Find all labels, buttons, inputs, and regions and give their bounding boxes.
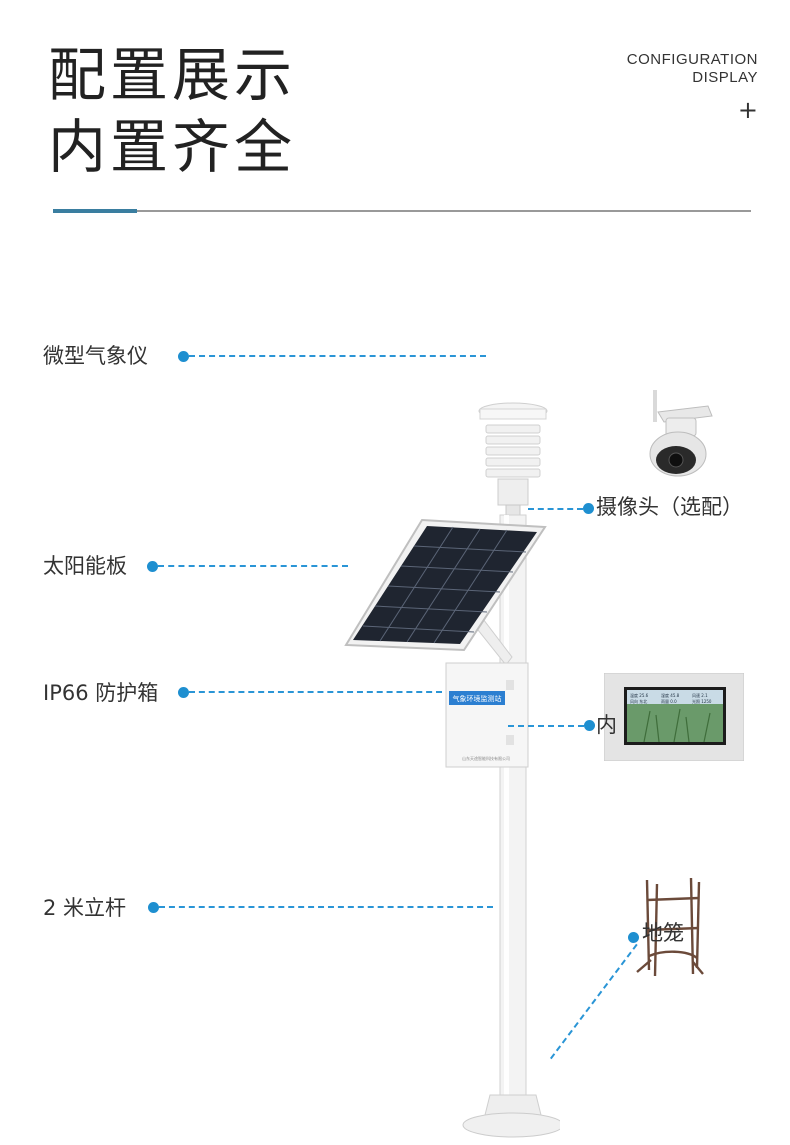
header-divider [53,210,751,212]
callout-line-solar-panel [158,565,348,567]
ground-cage-icon [636,877,704,977]
callout-line-camera [528,508,583,510]
callout-label-screen: 内 [596,713,617,737]
page-title-line2: 内置齐全 [48,113,297,181]
screen-readout-3: 风速 2.1 [692,692,708,698]
screen-readout-5: 雨量 0.0 [661,698,677,704]
weather-station-illustration: 气象环境监测站 山东天途智能科技有限公司 [344,402,560,1138]
callout-line-pole [159,906,493,908]
screen-readout-1: 温度 25.6 [630,692,649,698]
callout-dot-ground-cage [628,932,639,943]
callout-line-ground-cage [550,943,638,1060]
callout-dot-screen [584,720,595,731]
callout-dot-enclosure [178,687,189,698]
weather-shield-icon [478,402,548,518]
callout-line-enclosure [189,691,442,693]
screen-readout-2: 湿度 45.8 [661,692,680,698]
callout-dot-solar-panel [147,561,158,572]
pole-base-icon [462,1094,560,1138]
enclosure-title: 气象环境监测站 [453,694,502,703]
callout-label-weather-instrument: 微型气象仪 [43,344,148,368]
enclosure-box-icon: 气象环境监测站 山东天途智能科技有限公司 [445,662,529,768]
callout-label-camera: 摄像头（选配） [596,495,743,519]
callout-label-solar-panel: 太阳能板 [43,554,127,578]
callout-label-ground-cage: 地笼 [642,921,684,945]
english-title-line1: CONFIGURATION [626,51,758,68]
plus-icon: + [737,96,758,124]
callout-dot-camera [583,503,594,514]
camera-icon [649,390,713,477]
display-screen-icon: 温度 25.6 湿度 45.8 风速 2.1 风向 东北 雨量 0.0 光照 1… [604,673,744,761]
callout-label-pole: 2 米立杆 [43,896,127,920]
english-title-line2: DISPLAY [692,69,758,86]
screen-readout-6: 光照 1250 [692,698,712,704]
solar-panel-icon [344,518,547,652]
screen-readout-4: 风向 东北 [630,698,647,704]
callout-dot-pole [148,902,159,913]
header-divider-accent [53,209,137,213]
callout-label-enclosure: IP66 防护箱 [43,681,159,705]
callout-line-screen [508,725,584,727]
callout-dot-weather-instrument [178,351,189,362]
page-title-line1: 配置展示 [48,41,297,109]
callout-line-weather-instrument [189,355,486,357]
enclosure-footer: 山东天途智能科技有限公司 [462,755,510,761]
